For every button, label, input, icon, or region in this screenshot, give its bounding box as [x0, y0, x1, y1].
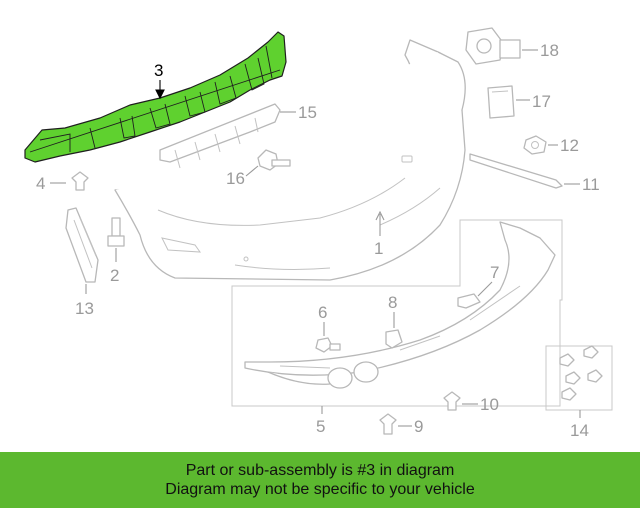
- parts-diagram: 1 3 15 16 4: [24, 27, 613, 440]
- side-bracket-part-13[interactable]: [65, 207, 99, 283]
- bolt-part-16[interactable]: [257, 149, 291, 171]
- svg-text:1: 1: [374, 239, 383, 258]
- callout-8: 8: [388, 293, 397, 328]
- svg-text:16: 16: [226, 169, 245, 188]
- svg-text:10: 10: [480, 395, 499, 414]
- callout-2: 2: [110, 248, 119, 285]
- svg-text:12: 12: [560, 136, 579, 155]
- callout-18: 18: [522, 41, 559, 60]
- screw-part-6[interactable]: [315, 337, 341, 353]
- bumper-cover-part[interactable]: [114, 39, 466, 281]
- callout-3: 3: [154, 61, 165, 100]
- banner-line-1: Part or sub-assembly is #3 in diagram: [185, 462, 455, 479]
- svg-text:14: 14: [570, 421, 589, 440]
- svg-text:8: 8: [388, 293, 397, 312]
- svg-text:9: 9: [414, 417, 423, 436]
- svg-text:17: 17: [532, 92, 551, 111]
- bolt-kit-part-14[interactable]: [545, 345, 613, 411]
- module-part-17[interactable]: [487, 85, 515, 119]
- callout-5: 5: [316, 406, 325, 436]
- svg-text:7: 7: [490, 263, 499, 282]
- svg-text:13: 13: [75, 299, 94, 318]
- callout-11: 11: [564, 175, 600, 194]
- lower-valance-assembly-part-5[interactable]: [231, 219, 563, 407]
- clip-part-4[interactable]: [71, 171, 89, 191]
- svg-text:3: 3: [154, 61, 163, 80]
- svg-text:5: 5: [316, 417, 325, 436]
- callout-10: 10: [462, 395, 499, 414]
- screw-part-2[interactable]: [107, 217, 125, 247]
- svg-text:2: 2: [110, 266, 119, 285]
- svg-text:11: 11: [582, 175, 600, 194]
- bracket-part-7[interactable]: [457, 293, 481, 309]
- svg-text:15: 15: [298, 103, 317, 122]
- svg-text:18: 18: [540, 41, 559, 60]
- energy-absorber-part-3[interactable]: [24, 31, 287, 163]
- callout-1: 1: [374, 210, 385, 258]
- info-banner: Part or sub-assembly is #3 in diagram Di…: [0, 452, 640, 508]
- trim-strip-part-11[interactable]: [469, 153, 563, 189]
- callout-16: 16: [226, 165, 259, 188]
- nut-part-12[interactable]: [523, 135, 547, 155]
- callout-9: 9: [398, 417, 423, 436]
- callout-4: 4: [36, 174, 66, 193]
- bracket-part-15[interactable]: [159, 103, 281, 169]
- callout-7: 7: [477, 263, 499, 297]
- clip-part-8[interactable]: [385, 329, 403, 349]
- svg-text:6: 6: [318, 303, 327, 322]
- callout-12: 12: [548, 136, 579, 155]
- callout-14: 14: [570, 410, 589, 440]
- sensor-part-18[interactable]: [465, 27, 521, 65]
- callout-13: 13: [75, 284, 94, 318]
- callout-15: 15: [280, 103, 317, 122]
- callout-17: 17: [516, 92, 551, 111]
- svg-text:4: 4: [36, 174, 45, 193]
- clip-part-9[interactable]: [379, 413, 397, 435]
- banner-line-2: Diagram may not be specific to your vehi…: [165, 481, 475, 498]
- callout-6: 6: [318, 303, 327, 336]
- clip-part-10[interactable]: [443, 391, 461, 411]
